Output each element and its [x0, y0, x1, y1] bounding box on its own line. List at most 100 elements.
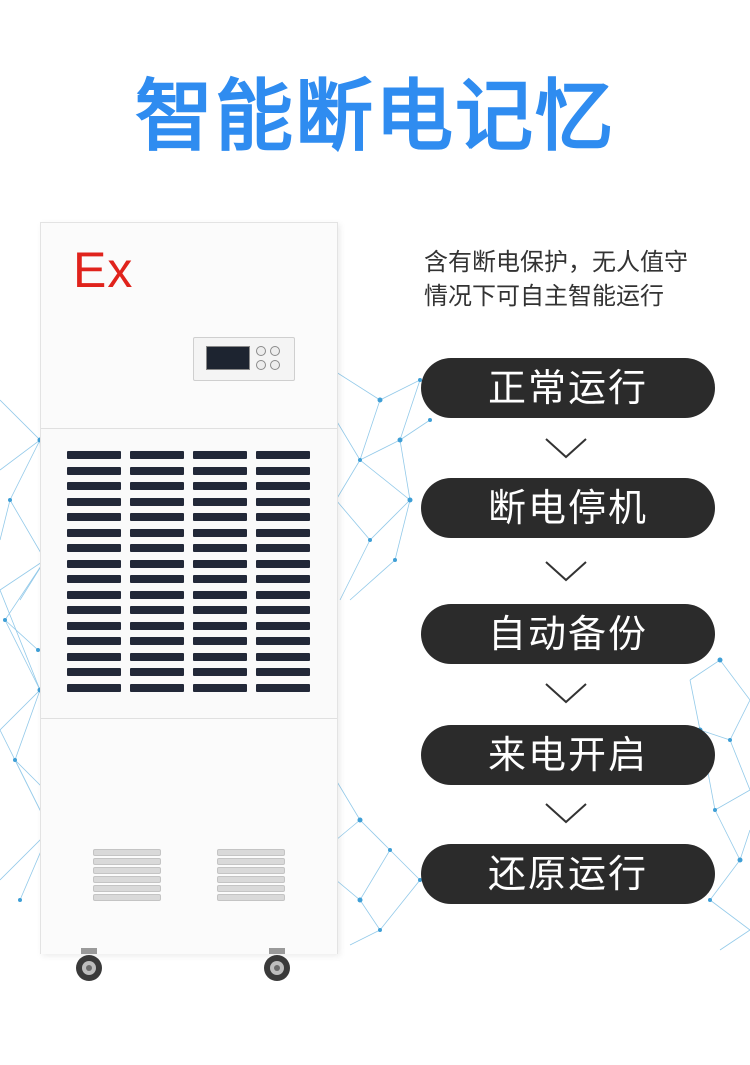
product-image: Ex	[40, 222, 338, 954]
panel-button	[270, 346, 280, 356]
louver-slat	[67, 683, 121, 692]
louver-slat	[67, 482, 121, 490]
louver-slat	[67, 637, 121, 645]
vent-slat	[93, 867, 161, 874]
control-panel	[193, 337, 295, 381]
louver-slat	[193, 668, 247, 676]
vent-slat	[217, 858, 285, 865]
louver-slat	[193, 590, 247, 599]
louver-slat	[67, 466, 121, 475]
louver-slat	[193, 451, 247, 459]
louver-slat	[130, 652, 184, 661]
louver-slat	[193, 513, 247, 521]
louver-slat	[193, 637, 247, 645]
louver-column	[193, 451, 247, 699]
louver-slat	[67, 590, 121, 599]
louver-slat	[67, 451, 121, 459]
chevron-down-icon	[545, 803, 587, 824]
louver-slat	[67, 575, 121, 583]
vent-slat	[217, 885, 285, 892]
panel-button	[270, 360, 280, 370]
side-vent	[93, 849, 161, 905]
vent-slat	[93, 858, 161, 865]
louver-slat	[67, 559, 121, 568]
page-title: 智能断电记忆	[134, 72, 615, 162]
louver-slat	[256, 482, 310, 490]
louver-slat	[67, 513, 121, 521]
louver-slat	[193, 683, 247, 692]
louver-slat	[193, 466, 247, 475]
vent-slat	[93, 885, 161, 892]
louver-slat	[256, 575, 310, 583]
louver-slat	[193, 544, 247, 552]
louver-slat	[256, 513, 310, 521]
step-power-restore: 来电开启	[421, 725, 715, 785]
vent-slat	[93, 876, 161, 883]
louver-slat	[256, 559, 310, 568]
louver-slat	[130, 513, 184, 521]
louver-slat	[130, 544, 184, 552]
louver-slat	[256, 544, 310, 552]
louver-slat	[130, 559, 184, 568]
step-auto-backup: 自动备份	[421, 604, 715, 664]
vent-slat	[217, 849, 285, 856]
louver-slat	[256, 668, 310, 676]
caster-wheel-icon	[76, 948, 102, 981]
description-line: 含有断电保护，无人值守	[424, 248, 688, 276]
louver-slat	[67, 668, 121, 676]
step-power-off: 断电停机	[421, 478, 715, 538]
louver-slat	[130, 637, 184, 645]
louver-column	[130, 451, 184, 699]
step-normal-run: 正常运行	[421, 358, 715, 418]
louver-slat	[130, 590, 184, 599]
air-grille	[67, 451, 311, 699]
louver-slat	[193, 559, 247, 568]
louver-slat	[256, 637, 310, 645]
caster-wheel-icon	[264, 948, 290, 981]
panel-button	[256, 346, 266, 356]
chevron-down-icon	[545, 561, 587, 582]
side-vent	[217, 849, 285, 905]
louver-slat	[130, 482, 184, 490]
louver-slat	[130, 528, 184, 537]
machine-top-panel: Ex	[41, 223, 337, 429]
louver-slat	[256, 528, 310, 537]
louver-slat	[130, 497, 184, 506]
louver-slat	[256, 652, 310, 661]
louver-slat	[193, 482, 247, 490]
louver-slat	[130, 451, 184, 459]
louver-column	[67, 451, 121, 699]
louver-slat	[67, 544, 121, 552]
louver-slat	[130, 621, 184, 630]
louver-slat	[256, 451, 310, 459]
vent-slat	[93, 849, 161, 856]
ex-mark: Ex	[73, 242, 134, 298]
louver-slat	[256, 497, 310, 506]
display-screen	[206, 346, 250, 370]
louver-slat	[130, 466, 184, 475]
chevron-down-icon	[545, 438, 587, 459]
louver-column	[256, 451, 310, 699]
vent-slat	[217, 867, 285, 874]
louver-slat	[193, 652, 247, 661]
louver-slat	[67, 528, 121, 537]
louver-slat	[256, 683, 310, 692]
chevron-down-icon	[545, 683, 587, 704]
louver-slat	[256, 606, 310, 614]
step-resume-run: 还原运行	[421, 844, 715, 904]
vent-slat	[217, 894, 285, 901]
louver-slat	[193, 497, 247, 506]
description: 含有断电保护，无人值守 情况下可自主智能运行	[424, 245, 734, 313]
machine-bottom-panel	[41, 718, 337, 954]
louver-slat	[67, 652, 121, 661]
louver-slat	[130, 575, 184, 583]
louver-slat	[67, 606, 121, 614]
louver-slat	[67, 621, 121, 630]
louver-slat	[256, 621, 310, 630]
description-line: 情况下可自主智能运行	[424, 282, 664, 310]
louver-slat	[130, 606, 184, 614]
louver-slat	[130, 668, 184, 676]
louver-slat	[256, 590, 310, 599]
louver-slat	[67, 497, 121, 506]
louver-slat	[130, 683, 184, 692]
